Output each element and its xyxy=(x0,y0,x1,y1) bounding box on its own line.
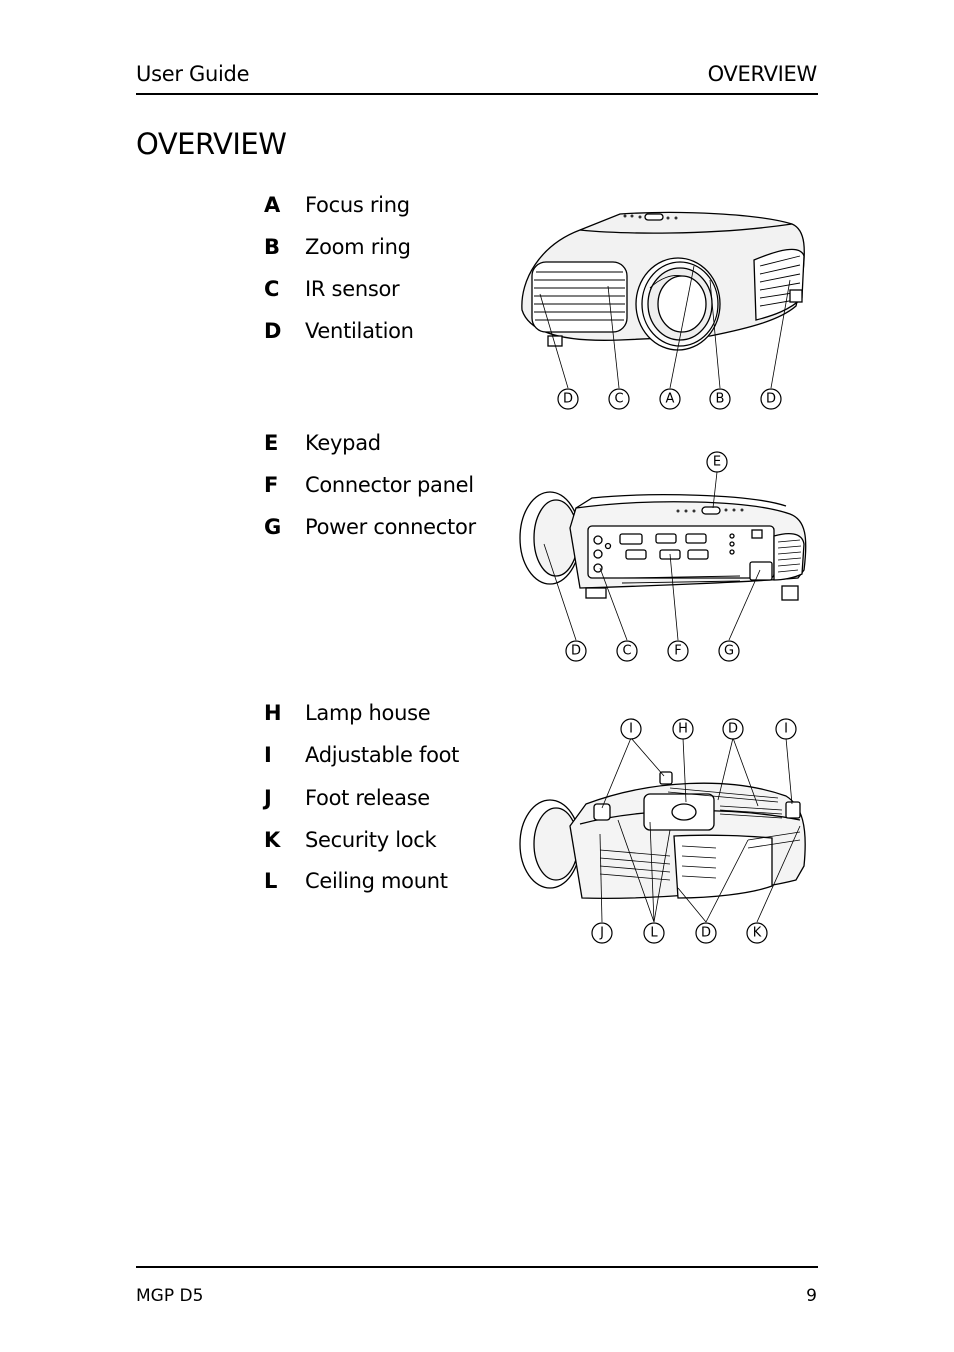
callout-label: K xyxy=(753,926,762,941)
page-title: OVERVIEW xyxy=(136,127,287,161)
legend-item: D Ventilation xyxy=(264,316,494,346)
legend-item: E Keypad xyxy=(264,428,494,458)
legend-key: C xyxy=(264,277,280,301)
projector-rear-illustration: E D C F G xyxy=(519,451,807,662)
callout-label: C xyxy=(622,644,631,659)
legend-item: G Power connector xyxy=(264,512,494,542)
legend-key: F xyxy=(264,473,279,497)
legend-label: Security lock xyxy=(305,828,437,852)
legend-item: H Lamp house xyxy=(264,698,494,728)
callout-label: D xyxy=(571,644,581,659)
callout-label: L xyxy=(650,926,658,941)
legend-label: Zoom ring xyxy=(305,235,411,259)
legend-label: Ventilation xyxy=(305,319,414,343)
callout-label: A xyxy=(666,392,675,407)
legend-label: Foot release xyxy=(305,786,430,810)
legend-key: D xyxy=(264,319,282,343)
page-number: 9 xyxy=(806,1286,817,1306)
legend-item: L Ceiling mount xyxy=(264,866,494,896)
projector-bottom-illustration: I H D I J L D K xyxy=(519,718,806,944)
footer-rule xyxy=(136,1266,818,1268)
legend-item: C IR sensor xyxy=(264,274,494,304)
callout-label: J xyxy=(599,926,604,941)
legend-label: Ceiling mount xyxy=(305,869,448,893)
legend-key: A xyxy=(264,193,281,217)
callout-label: I xyxy=(784,722,788,737)
callout-label: F xyxy=(674,644,681,659)
callout-label: I xyxy=(629,722,633,737)
legend-key: B xyxy=(264,235,281,259)
legend-key: I xyxy=(264,743,272,767)
callout-label: D xyxy=(728,722,738,737)
legend-label: Power connector xyxy=(305,515,476,539)
callout-label: B xyxy=(716,392,725,407)
legend-item: F Connector panel xyxy=(264,470,494,500)
footer-model-name: MGP D5 xyxy=(136,1286,204,1306)
legend-label: Connector panel xyxy=(305,473,474,497)
legend-item: B Zoom ring xyxy=(264,232,494,262)
legend-label: Lamp house xyxy=(305,701,431,725)
legend-label: Focus ring xyxy=(305,193,410,217)
legend-item: I Adjustable foot xyxy=(264,740,494,770)
callout-label: C xyxy=(614,392,623,407)
projector-front-illustration: D C A B D xyxy=(521,211,805,410)
legend-key: H xyxy=(264,701,282,725)
callout-label: D xyxy=(563,392,573,407)
callout-label: D xyxy=(766,392,776,407)
legend-label: Adjustable foot xyxy=(305,743,460,767)
legend-label: Keypad xyxy=(305,431,381,455)
header-section-title: OVERVIEW xyxy=(707,62,818,86)
header-rule xyxy=(136,93,818,95)
legend-key: L xyxy=(264,869,278,893)
legend-item: J Foot release xyxy=(264,783,494,813)
legend-key: E xyxy=(264,431,279,455)
callout-label: E xyxy=(713,455,721,470)
callout-label: D xyxy=(701,926,711,941)
callout-label: H xyxy=(678,722,688,737)
header-doc-title: User Guide xyxy=(136,62,250,86)
legend-key: J xyxy=(264,786,272,810)
callout-label: G xyxy=(724,644,734,659)
legend-key: G xyxy=(264,515,282,539)
legend-label: IR sensor xyxy=(305,277,400,301)
legend-item: K Security lock xyxy=(264,825,494,855)
legend-item: A Focus ring xyxy=(264,190,494,220)
legend-key: K xyxy=(264,828,281,852)
